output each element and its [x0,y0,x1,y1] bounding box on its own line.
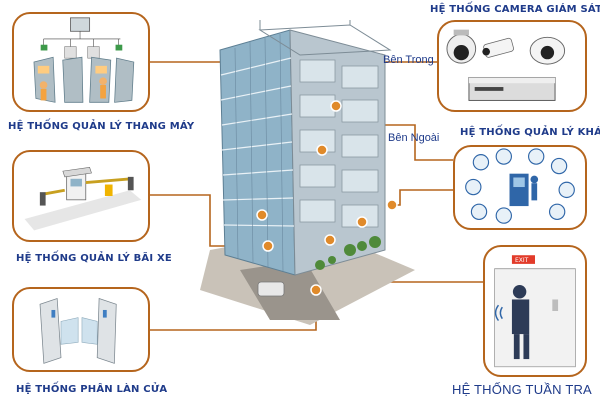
kiosk-icon [465,148,575,224]
elevator-panel[interactable] [12,12,150,112]
door-panel[interactable] [12,287,150,372]
visitor-panel[interactable] [453,145,587,230]
elevator-icon [33,17,135,103]
security-guard-icon [494,255,576,368]
building-illustration [200,20,415,325]
parking-label: HỆ THỐNG QUẢN LÝ BÃI XE [16,253,172,264]
camera-label: HỆ THỐNG CAMERA GIÁM SÁT [430,4,600,15]
visitor-label: HỆ THỐNG QUẢN LÝ KHÁCH [460,127,600,138]
elevator-label: HỆ THỐNG QUẢN LÝ THANG MÁY [8,121,195,132]
outside-tag: Bên Ngoài [388,132,440,144]
camera-panel[interactable] [437,20,587,112]
door-label: HỆ THỐNG PHÂN LÀN CỬA [16,384,168,395]
inside-tag: Bên Trong [383,54,434,66]
cctv-camera-icon [446,29,566,101]
patrol-panel[interactable]: EXIT [483,245,587,377]
parking-panel[interactable] [12,150,150,242]
exit-sign: EXIT [515,257,529,264]
barrier-gate-icon [24,166,142,231]
patrol-label: HỆ THỐNG TUẦN TRA [452,382,592,397]
turnstile-icon [39,298,117,364]
